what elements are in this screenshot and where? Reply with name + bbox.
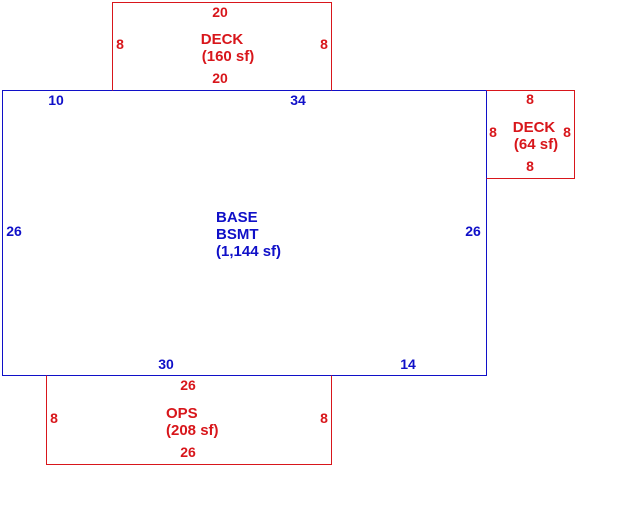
deck-top-label-line-2: (160 sf) xyxy=(202,48,255,65)
base-label-line-2: BSMT xyxy=(216,226,259,243)
base-dim-bottom-right: 14 xyxy=(400,356,416,372)
deck-top-dim-top: 20 xyxy=(212,4,228,20)
area-ops: 26 26 8 8 OPS (208 sf) xyxy=(46,375,332,465)
ops-dim-bottom: 26 xyxy=(180,444,196,460)
deck-top-outline xyxy=(112,2,332,91)
base-dim-bottom-left: 30 xyxy=(158,356,174,372)
area-deck-right: 8 8 8 8 DECK (64 sf) xyxy=(486,90,575,179)
ops-label-line-2: (208 sf) xyxy=(166,422,219,439)
ops-outline xyxy=(46,375,332,465)
ops-dim-top: 26 xyxy=(180,377,196,393)
deck-top-label-line-1: DECK xyxy=(201,31,244,48)
deck-right-outline xyxy=(486,90,575,179)
deck-top-dim-bottom: 20 xyxy=(212,70,228,86)
deck-right-dim-right: 8 xyxy=(563,124,571,140)
base-dim-top-left: 10 xyxy=(48,92,64,108)
base-dim-right: 26 xyxy=(465,223,481,239)
deck-top-dim-right: 8 xyxy=(320,36,328,52)
deck-right-dim-top: 8 xyxy=(526,91,534,107)
area-deck-top: 20 20 8 8 DECK (160 sf) xyxy=(112,2,332,91)
base-label-line-3: (1,144 sf) xyxy=(216,243,281,260)
ops-label-line-1: OPS xyxy=(166,405,198,422)
base-dim-left: 26 xyxy=(6,223,22,239)
deck-top-dim-left: 8 xyxy=(116,36,124,52)
ops-dim-right: 8 xyxy=(320,410,328,426)
area-base-bsmt: 10 34 26 26 30 14 BASE BSMT (1,144 sf) xyxy=(2,90,487,376)
base-bsmt-outline xyxy=(2,90,487,376)
base-label-line-1: BASE xyxy=(216,209,258,226)
deck-right-dim-left: 8 xyxy=(489,124,497,140)
base-dim-top-right: 34 xyxy=(290,92,306,108)
deck-right-label-line-1: DECK xyxy=(513,119,556,136)
ops-dim-left: 8 xyxy=(50,410,58,426)
deck-right-label-line-2: (64 sf) xyxy=(514,136,558,153)
deck-right-dim-bottom: 8 xyxy=(526,158,534,174)
